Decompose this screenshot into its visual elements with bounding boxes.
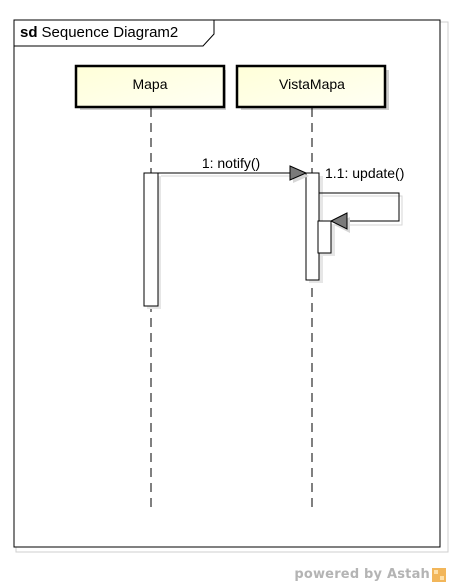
lifeline-vistamapa[interactable]: VistaMapa — [235, 64, 389, 512]
message-notify-arrowhead — [289, 165, 308, 181]
frame-name: Sequence Diagram2 — [42, 24, 179, 41]
astah-logo-icon — [432, 567, 446, 582]
message-notify[interactable]: 1: notify() — [158, 155, 309, 183]
nested-activation-bar-vistamapa — [317, 220, 335, 256]
lifeline-mapa[interactable]: Mapa — [74, 64, 226, 512]
activation-bar-vistamapa — [305, 172, 323, 283]
lifeline-vistamapa-label: VistaMapa — [279, 76, 345, 92]
message-update-arrowhead — [329, 212, 348, 230]
watermark-text: powered by Astah — [294, 567, 430, 582]
astah-watermark: powered by Astah — [294, 567, 446, 582]
message-update-label: 1.1: update() — [325, 165, 404, 181]
message-notify-label: 1: notify() — [202, 155, 260, 171]
lifeline-mapa-label: Mapa — [132, 76, 167, 92]
activation-bar-mapa — [143, 172, 161, 309]
message-update-self-call[interactable]: 1.1: update() — [319, 165, 404, 233]
frame-keyword: sd — [20, 24, 38, 41]
